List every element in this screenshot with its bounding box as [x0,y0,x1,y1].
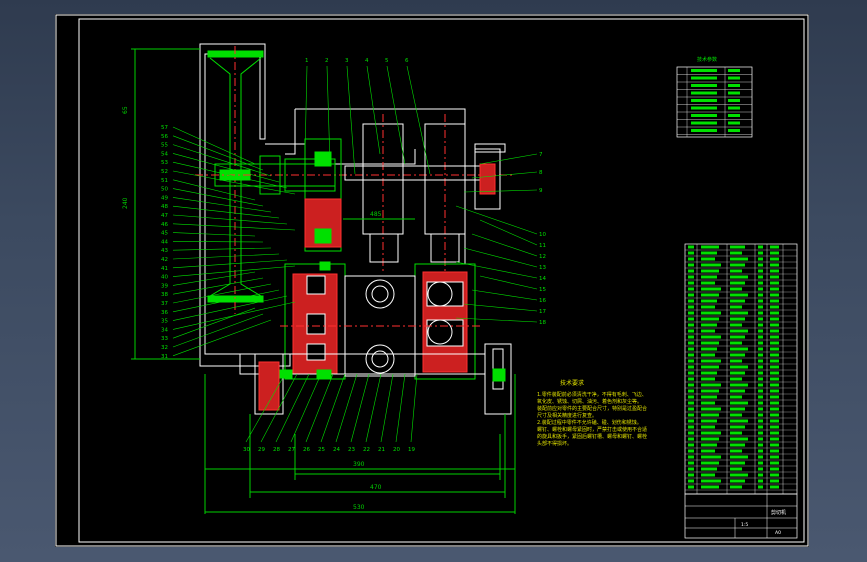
parts-list [684,243,798,495]
technical-requirements: 技术要求 1.零件装配前必须清洗干净，不得有毛刺、飞边、 氧化皮、锈蚀、切屑、油… [537,379,647,447]
dim-label-2: 470 [370,484,382,491]
dim-label-4: 485 [370,211,382,218]
callout-left-41: 41 [161,266,168,272]
callout-left-43: 43 [161,248,168,254]
callout-left-47: 47 [161,213,168,219]
callout-bottom-21: 21 [378,447,385,453]
callout-left-55: 55 [161,143,168,149]
title-block-sheet: A0 [775,530,781,536]
title-block-name: 剪切机 [771,509,786,516]
callout-left-32: 32 [161,345,168,351]
callout-bottom-19: 19 [408,447,415,453]
callout-bottom-29: 29 [258,447,265,453]
callout-right-12: 12 [539,254,546,260]
assembly-drawing: 5756555453525150494847464544434241403938… [55,14,809,547]
callout-bottom-28: 28 [273,447,280,453]
callout-left-51: 51 [161,178,168,184]
callout-left-38: 38 [161,292,168,298]
dim-label-height: 240 [122,197,129,209]
callout-left-50: 50 [161,187,168,193]
callout-top-1: 1 [305,58,309,64]
callout-left-54: 54 [161,151,168,157]
callout-bottom-26: 26 [303,447,310,453]
callout-left-40: 40 [161,275,168,281]
tech-req-line-2: 氧化皮、锈蚀、切屑、油污、着色剂和灰尘等。 [537,398,642,405]
callout-left-46: 46 [161,222,168,228]
sheet-border [55,14,809,547]
part-leader-lines [172,65,538,443]
title-block-scale: 1:5 [741,522,748,528]
callout-right-8: 8 [539,170,543,176]
callout-left-36: 36 [161,310,168,316]
callout-left-33: 33 [161,336,168,342]
callout-left-31: 31 [161,354,168,360]
callout-bottom-20: 20 [393,447,400,453]
callout-left-39: 39 [161,283,168,289]
callout-left-53: 53 [161,160,168,166]
callout-left-57: 57 [161,125,168,131]
tech-req-line-7: 的旋具和扳手，紧固后螺钉槽、螺母和螺钉、螺栓 [537,433,647,440]
tech-req-line-8: 头部不得损坏。 [537,440,572,447]
drawing-frame [78,18,805,543]
callout-right-15: 15 [539,287,546,293]
main-assembly-view [131,43,516,514]
callout-right-16: 16 [539,298,546,304]
callout-bottom-30: 30 [243,447,250,453]
callout-top-4: 4 [365,58,369,64]
callout-left-35: 35 [161,319,168,325]
callout-bottom-27: 27 [288,447,295,453]
callout-right-18: 18 [539,320,546,326]
tech-req-title: 技术要求 [560,379,584,387]
dim-label-1: 390 [353,461,365,468]
tech-req-line-5: 2.装配过程中零件不允许磕、碰、划伤和锈蚀。 [537,419,642,426]
callout-left-44: 44 [161,239,168,245]
dimension-labels: 240 390 470 530 485 65 [122,106,382,511]
spec-table-title: 技术参数 [697,56,717,63]
callout-bottom-23: 23 [348,447,355,453]
callout-left-48: 48 [161,204,168,210]
callout-right-14: 14 [539,276,546,282]
callout-top-3: 3 [345,58,349,64]
callout-right-17: 17 [539,309,546,315]
callout-bottom-25: 25 [318,447,325,453]
callout-left-45: 45 [161,231,168,237]
callout-top-5: 5 [385,58,389,64]
tech-req-line-3: 装配前应对零件的主要配合尺寸，特别是过盈配合 [537,405,647,412]
dim-label-5: 65 [122,106,129,114]
callout-left-42: 42 [161,257,168,263]
callout-right-10: 10 [539,232,546,238]
callout-right-7: 7 [539,152,543,158]
callout-left-52: 52 [161,169,168,175]
callout-bottom-24: 24 [333,447,340,453]
callout-left-49: 49 [161,195,168,201]
spec-table: 技术参数 [676,56,753,138]
callout-top-6: 6 [405,58,409,64]
callout-left-56: 56 [161,134,168,140]
callout-right-9: 9 [539,188,543,194]
dim-label-3: 530 [353,504,365,511]
callout-right-11: 11 [539,243,546,249]
tech-req-line-1: 1.零件装配前必须清洗干净，不得有毛刺、飞边、 [537,391,647,398]
callout-bottom-22: 22 [363,447,370,453]
callout-top-2: 2 [325,58,329,64]
title-block: 剪切机 1:5 A0 [684,493,798,539]
callout-left-37: 37 [161,301,168,307]
callout-left-34: 34 [161,327,168,333]
callout-right-13: 13 [539,265,546,271]
tech-req-line-4: 尺寸及相关精度进行复查。 [537,412,597,419]
part-callouts: 5756555453525150494847464544434241403938… [161,58,546,453]
tech-req-line-6: 螺钉、螺栓和螺母紧固时，严禁打击或使用不合适 [537,426,647,433]
